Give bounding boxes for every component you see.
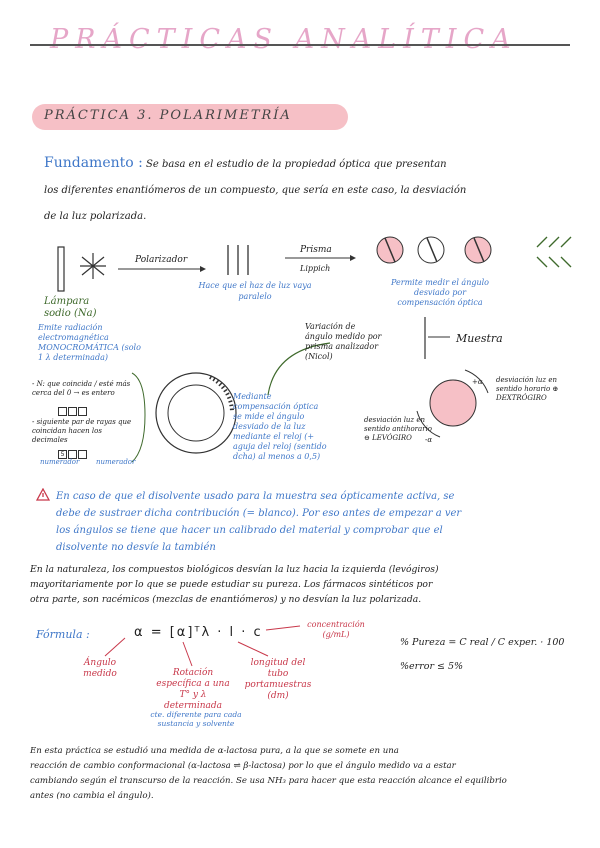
practice-header-text: PRÁCTICA 3. POLARIMETRÍA — [44, 108, 292, 123]
polarizer-label: Polarizador — [135, 255, 188, 265]
prism-sub: Lippich — [300, 264, 331, 273]
scale-right-label: numerador — [96, 458, 136, 466]
lamp-desc: Emite radiación electromagnética MONOCRO… — [38, 323, 141, 362]
scale-note1: - N: que coincida / esté más cerca del 0… — [32, 380, 131, 397]
arrow-to-reading — [267, 342, 331, 396]
arrow-angle — [104, 637, 126, 657]
variation-desc: Variación de ángulo medido por prisma an… — [305, 322, 382, 361]
half-shade-circles-icon — [376, 236, 492, 264]
lamp-label: Lámpara sodio (Na) — [44, 296, 97, 319]
warning-line4: disolvente no desvíe la también — [56, 542, 216, 553]
nature-line3: otra parte, son racémicos (mezclas de en… — [30, 594, 422, 605]
closing-line3: cambiando según el transcurso de la reac… — [30, 776, 507, 786]
formula-arrows — [104, 625, 301, 667]
prism-label: Prisma — [300, 245, 332, 255]
scale-left-label: numerador — [40, 458, 80, 466]
fundamento-text3: de la luz polarizada. — [44, 211, 147, 222]
conc-label: concentración (g/mL) — [307, 620, 365, 639]
error-formula: %error ≤ 5% — [400, 661, 464, 672]
title-text: PRÁCTICAS ANALÍTICA — [50, 24, 518, 55]
fundamento-line1: Fundamento : Se basa en el estudio de la… — [44, 150, 564, 178]
scale-note2: - siguiente par de rayas que coincidan h… — [32, 418, 132, 444]
angle-label: Ángulo medido — [83, 658, 117, 679]
closing-paragraph: En esta práctica se estudió una medida d… — [30, 744, 580, 804]
nature-paragraph: En la naturaleza, los compuestos biológi… — [30, 562, 580, 607]
nature-line2: mayoritariamente por lo que se puede est… — [30, 579, 433, 590]
polarizer-desc: Hace que el haz de luz vaya paralelo — [198, 281, 312, 301]
fundamento-text2: los diferentes enantiómeros de un compue… — [44, 185, 467, 196]
scale-dial-icon — [155, 372, 237, 454]
scale-box-value: 5 — [58, 450, 67, 459]
sample-label: Muestra — [456, 332, 503, 345]
rotation-note: cte. diferente para cada sustancia y sol… — [150, 710, 242, 728]
reading-desc: Mediante compensación óptica se mide el … — [233, 392, 327, 461]
levo-label: desviación luz en sentido antihorario ⊖ … — [364, 416, 432, 442]
formula-label: Fórmula : — [36, 628, 90, 641]
rotation-label: Rotación específica a una T° y λ determi… — [156, 668, 230, 711]
minus-alpha: -α — [425, 436, 433, 444]
warning-text: En caso de que el disolvente usado para … — [56, 488, 576, 556]
nature-line1: En la naturaleza, los compuestos biológi… — [30, 564, 439, 575]
warning-line2: debe de sustraer dicha contribución (= b… — [56, 508, 462, 519]
scale-bracket — [131, 372, 146, 463]
lamp-tube-icon — [57, 246, 65, 292]
warning-line1: En caso de que el disolvente usado para … — [56, 491, 455, 502]
scale-boxes-2: 5 — [58, 444, 88, 463]
closing-line1: En esta práctica se estudió una medida d… — [30, 746, 399, 756]
parallel-arrows-icon — [227, 245, 249, 275]
compensation-desc: Permite medir el ángulo desviado por com… — [391, 278, 489, 307]
sample-circle-icon — [416, 369, 489, 438]
plus-alpha: +α — [472, 378, 483, 386]
arrow-conc — [265, 625, 301, 631]
title-strike-line — [30, 44, 570, 46]
purity-formula: % Pureza = C real / C exper. · 100 — [400, 637, 565, 648]
fundamento-label: Fundamento : — [44, 155, 143, 171]
warning-icon — [36, 488, 50, 501]
warning-line3: los ángulos se tiene que hacer un calibr… — [56, 525, 443, 536]
arrow-rotation — [182, 641, 193, 667]
scale-boxes-1 — [58, 401, 88, 420]
length-label: longitud del tubo portamuestras (dm) — [244, 658, 312, 701]
practice-header: PRÁCTICA 3. POLARIMETRÍA — [32, 104, 348, 130]
dextro-label: desviación luz en sentido horario ⊕ DEXT… — [496, 376, 559, 402]
fundamento-block: Fundamento : Se basa en el estudio de la… — [44, 150, 564, 230]
closing-line2: reacción de cambio conformacional (α-lac… — [30, 761, 456, 771]
closing-line4: antes (no cambia el ángulo). — [30, 791, 154, 801]
polarimeter-diagram — [57, 236, 572, 463]
output-arrows-icon — [536, 236, 572, 268]
fundamento-text1: Se basa en el estudio de la propiedad óp… — [146, 159, 447, 170]
formula-main: α = [α]ᵀλ · l · c — [134, 625, 263, 640]
page-title: PRÁCTICAS ANALÍTICA — [30, 20, 570, 64]
arrow-length — [237, 641, 269, 657]
light-burst-icon — [80, 253, 106, 279]
